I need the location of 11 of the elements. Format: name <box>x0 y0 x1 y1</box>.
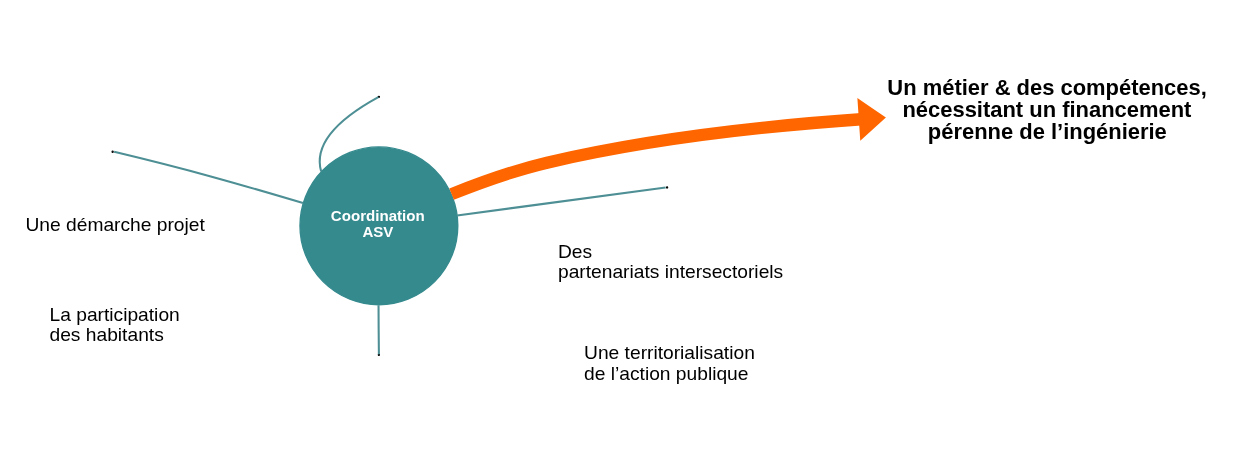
connector <box>377 305 380 355</box>
label: Des partenariats intersectoriels <box>557 240 784 283</box>
node-text: Un métier & des compétences, nécessitant un financement pérenne de l’ingénierie <box>887 75 1207 145</box>
node-circle: Coordination ASV <box>299 146 459 306</box>
connector <box>457 186 666 217</box>
connector <box>113 150 304 205</box>
connector <box>318 96 379 172</box>
label: Une territorialisation de l’action publique <box>584 342 755 384</box>
arrow <box>449 98 886 200</box>
label: La participation des habitants <box>49 303 180 346</box>
label: Une démarche projet <box>25 213 205 235</box>
